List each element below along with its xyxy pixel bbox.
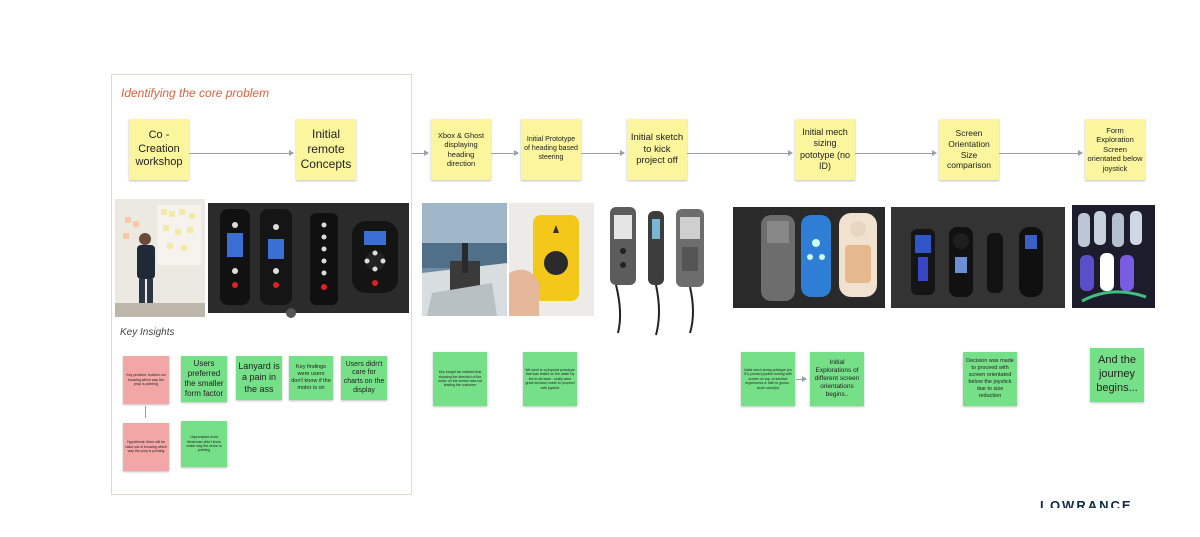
insight-note-unprompted[interactable]: Unprompted most fisherman didn't know wh… [181,421,227,467]
screen-orientation-photo[interactable] [891,207,1065,308]
insight-arrow-down [145,406,146,418]
finding-note-heading[interactable]: Key insight we realized that showing the… [433,352,487,406]
timeline-note-screen-orientation[interactable]: Screen Orientation Size comparison [939,119,999,180]
finding-note-screen-orientations[interactable]: Initial Explorations of different screen… [810,352,864,406]
timeline-arrow [491,150,519,156]
sketch-devices-photo[interactable] [596,203,716,338]
insight-note-lanyard[interactable]: Lanyard is a pain in the ass [236,356,282,400]
form-exploration-photo[interactable] [1072,205,1155,308]
finding-note-physical-prototype[interactable]: We went to a physical prototype that was… [523,352,577,406]
timeline-note-mech-sizing[interactable]: Initial mech sizing pototype (no ID) [795,119,855,180]
insight-note-hypothesis[interactable]: Hypothesis: there will be value out of k… [123,423,169,471]
finding-note-journey[interactable]: And the journey begins... [1090,348,1144,402]
section-title: Identifying the core problem [121,86,270,100]
mech-sizing-photo[interactable] [733,207,885,308]
finding-note-decision[interactable]: Decision was made to proceed with screen… [963,352,1017,406]
timeline-arrow [189,150,294,156]
key-insights-title: Key Insights [120,327,175,338]
workshop-photo[interactable] [115,199,205,317]
insight-note-key-problem[interactable]: Key problem: boaters not knowing which w… [123,356,169,404]
yellow-prototype-photo[interactable] [509,203,594,316]
remote-concepts-photo[interactable] [208,203,409,313]
finding-arrow [796,376,807,382]
brand-logo: LOWRANCE [1040,500,1160,508]
timeline-arrow [999,150,1083,156]
insight-note-smaller-form[interactable]: Users preferred the smaller form factor [181,356,227,402]
brand-logo-text: LOWRANCE [1040,500,1133,508]
timeline-note-cocreation[interactable]: Co - Creation workshop [129,119,189,180]
cursor-dot [286,308,296,318]
timeline-note-initial-sketch[interactable]: Initial sketch to kick project off [627,119,687,180]
timeline-arrow [687,150,793,156]
insight-note-motor-on[interactable]: Key findings were users don't know if th… [289,356,333,400]
boat-photo[interactable] [422,203,507,316]
timeline-note-remote-concepts[interactable]: Initial remote Concepts [296,119,356,180]
timeline-arrow [855,150,937,156]
insight-note-charts[interactable]: Users didn't care for charts on the disp… [341,356,387,400]
timeline-note-xbox-ghost[interactable]: Xbox & Ghost displaying heading directio… [431,119,491,180]
timeline-arrow [412,150,429,156]
timeline-arrow [581,150,625,156]
finding-note-mech-sizing[interactable]: Initial mech sizing pototype (no ID) pro… [741,352,795,406]
timeline-note-initial-prototype[interactable]: Initial Prototype of heading based steer… [521,119,581,180]
timeline-note-form-exploration[interactable]: Form Exploration Screen orientated below… [1085,119,1145,180]
